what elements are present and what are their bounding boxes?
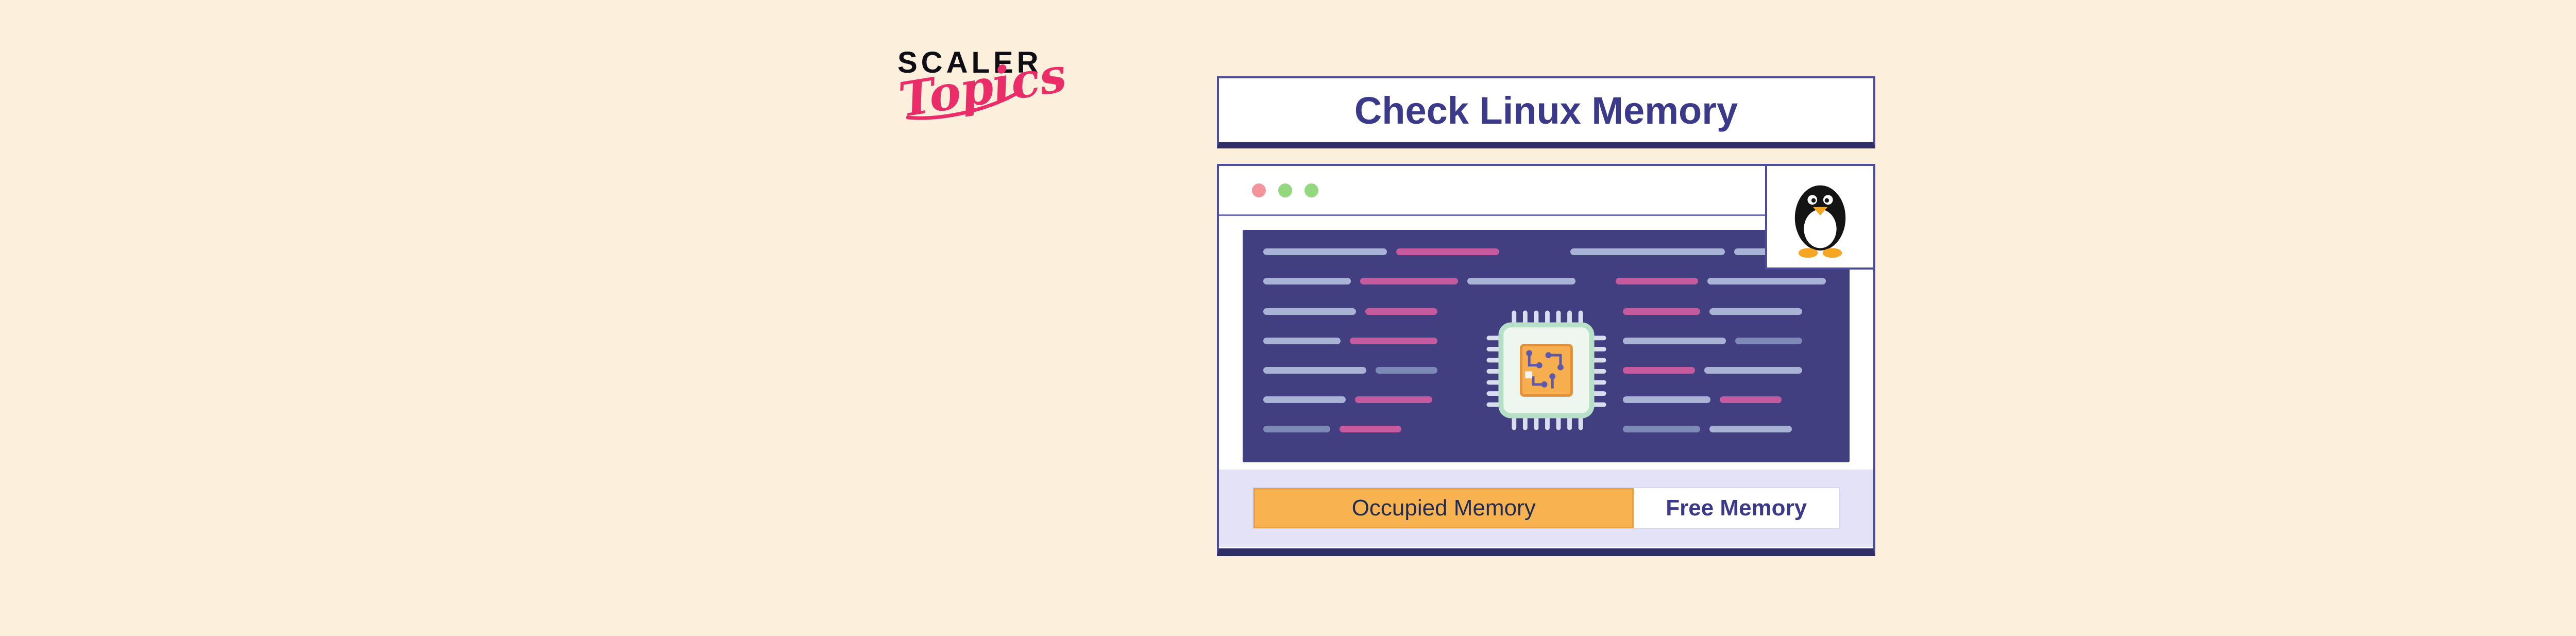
traffic-light-maximize-icon (1304, 183, 1318, 197)
code-line (1623, 367, 1695, 374)
code-lines-top (1263, 248, 1832, 284)
code-line-row (1263, 278, 1829, 284)
code-line-row (1623, 396, 1829, 403)
traffic-light-close-icon (1252, 183, 1266, 197)
code-line (1709, 308, 1802, 315)
browser-topbar (1219, 166, 1873, 216)
code-line-row (1263, 426, 1469, 432)
code-line (1263, 426, 1330, 432)
code-line (1263, 278, 1351, 284)
memory-strip: Occupied Memory Free Memory (1219, 470, 1873, 547)
code-line-row (1263, 367, 1469, 374)
linux-logo-badge (1765, 164, 1875, 270)
code-line-row (1263, 308, 1469, 315)
brand-underline-swash (906, 91, 1020, 120)
code-line-row (1263, 396, 1469, 403)
code-line (1623, 308, 1700, 315)
code-line-row (1263, 338, 1469, 344)
code-line (1707, 278, 1826, 284)
code-line (1263, 248, 1387, 255)
code-line-row (1623, 426, 1829, 432)
code-lines-right (1623, 308, 1829, 432)
code-line (1263, 367, 1366, 374)
code-lines-left (1263, 308, 1469, 432)
code-line (1704, 367, 1802, 374)
code-line (1709, 426, 1792, 432)
brand-name: SCALER (897, 46, 1042, 79)
title-banner: Check Linux Memory (1217, 76, 1875, 148)
code-line (1376, 367, 1437, 374)
occupied-memory-segment: Occupied Memory (1253, 488, 1634, 528)
free-memory-label: Free Memory (1666, 495, 1807, 521)
terminal-panel (1243, 230, 1850, 462)
code-line (1360, 278, 1458, 284)
memory-bar: Occupied Memory Free Memory (1252, 487, 1840, 529)
code-line (1263, 396, 1346, 403)
code-line-row (1623, 338, 1829, 344)
code-line (1467, 278, 1575, 284)
code-line (1735, 338, 1802, 344)
cpu-chip-icon (1486, 310, 1606, 430)
code-line (1396, 248, 1499, 255)
page-title: Check Linux Memory (1354, 89, 1738, 132)
code-line (1623, 396, 1710, 403)
code-line (1340, 426, 1401, 432)
code-line (1263, 338, 1341, 344)
code-line (1720, 396, 1782, 403)
browser-window: Occupied Memory Free Memory (1217, 164, 1875, 556)
brand-logo: SCALER Topics (895, 45, 1073, 128)
code-line (1365, 308, 1437, 315)
code-line-row (1623, 308, 1829, 315)
occupied-memory-label: Occupied Memory (1351, 495, 1536, 521)
code-line-row (1623, 367, 1829, 374)
linux-tux-icon (1794, 185, 1846, 258)
code-line (1623, 338, 1726, 344)
code-line (1355, 396, 1432, 403)
code-line (1616, 278, 1698, 284)
code-line-row (1263, 248, 1832, 255)
code-line (1623, 426, 1700, 432)
panel-middle (1263, 308, 1829, 432)
code-line (1263, 308, 1356, 315)
traffic-light-minimize-icon (1278, 183, 1292, 197)
code-line (1350, 338, 1437, 344)
free-memory-segment: Free Memory (1634, 488, 1839, 528)
code-line (1570, 248, 1725, 255)
